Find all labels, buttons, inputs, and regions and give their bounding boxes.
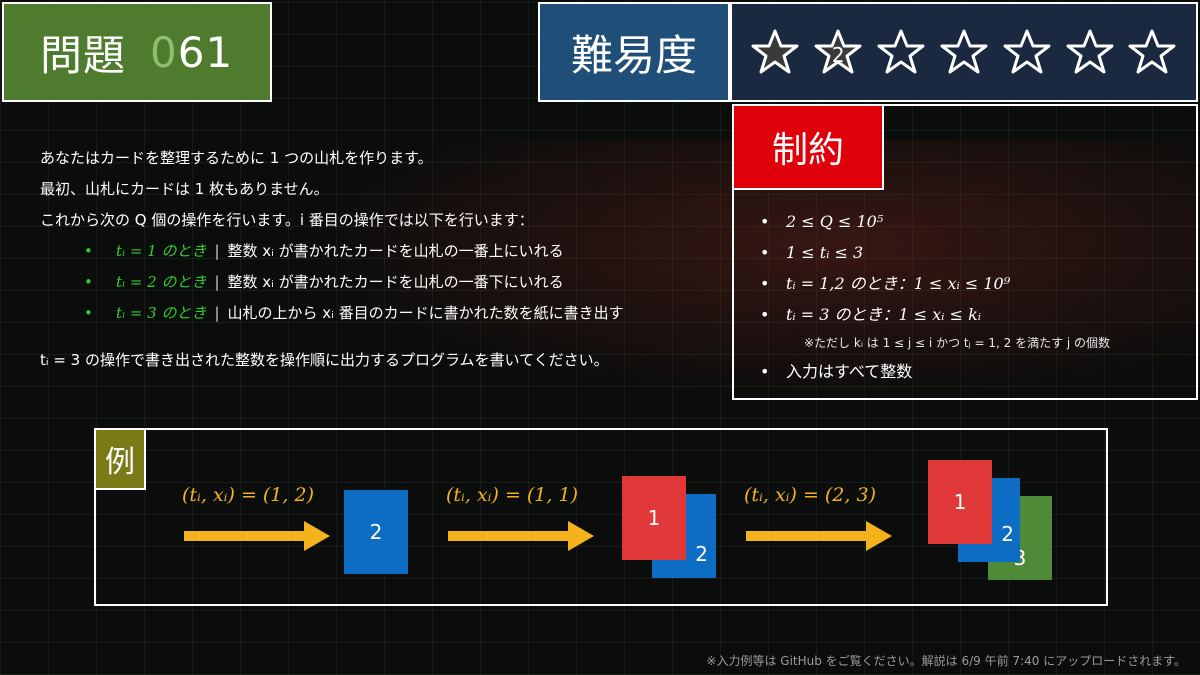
constraint-text: 1 ≤ tᵢ ≤ 3: [786, 243, 864, 262]
constraint-item: • tᵢ = 3 のとき：1 ≤ xᵢ ≤ kᵢ: [760, 299, 1190, 330]
constraint-bullet: •: [760, 274, 770, 293]
statement-line-3: これから次の Q 個の操作を行います。i 番目の操作では以下を行います：: [40, 211, 534, 229]
constraint-text: 2 ≤ Q ≤ 10⁵: [786, 212, 884, 231]
arrow-right-icon: [746, 521, 892, 551]
operation-text: 整数 xᵢ が書かれたカードを山札の一番下にいれる: [227, 273, 564, 291]
constraint-bullet: •: [760, 243, 770, 262]
example-label: 例: [94, 428, 146, 490]
problem-statement: あなたはカードを整理するために 1 つの山札を作ります。 最初、山札にカードは …: [40, 143, 720, 376]
operation-separator: |: [214, 304, 220, 322]
card: 1: [622, 476, 686, 560]
operation-bullet: •: [84, 304, 93, 322]
operation-text: 山札の上から xᵢ 番目のカードに書かれた数を紙に書き出す: [227, 304, 624, 322]
operation-item: • tᵢ = 3 のとき | 山札の上から xᵢ 番目のカードに書かれた数を紙に…: [40, 298, 720, 329]
footer-note: ※入力例等は GitHub をご覧ください。解説は 6/9 午前 7:40 にア…: [706, 654, 1186, 668]
operation-separator: |: [214, 273, 220, 291]
constraints-label: 制約: [732, 104, 884, 190]
example-operation-3: (tᵢ, xᵢ) = (2, 3): [744, 484, 876, 506]
operation-condition: tᵢ = 2 のとき: [116, 273, 207, 291]
title-prefix: 問題: [40, 30, 127, 80]
card: 2: [344, 490, 408, 574]
arrow-right-icon: [184, 521, 330, 551]
operation-bullet: •: [84, 242, 93, 260]
statement-output-line: tᵢ = 3 の操作で書き出された整数を操作順に出力するプログラムを書いてくださ…: [40, 351, 609, 369]
star-outline-icon: [1003, 28, 1051, 76]
difficulty-stars: 2: [730, 2, 1198, 102]
constraint-text: tᵢ = 3 のとき：1 ≤ xᵢ ≤ kᵢ: [786, 305, 981, 324]
statement-line-1: あなたはカードを整理するために 1 つの山札を作ります。: [40, 149, 433, 167]
constraint-item: • 2 ≤ Q ≤ 10⁵: [760, 206, 1190, 237]
arrow-right-icon: [448, 521, 594, 551]
operation-item: • tᵢ = 1 のとき | 整数 xᵢ が書かれたカードを山札の一番上にいれる: [40, 236, 720, 267]
star-outline-icon: [877, 28, 925, 76]
constraint-text: tᵢ = 1,2 のとき：1 ≤ xᵢ ≤ 10⁹: [786, 274, 1011, 293]
operation-text: 整数 xᵢ が書かれたカードを山札の一番上にいれる: [227, 242, 564, 260]
title-number: 61: [177, 27, 234, 77]
star-outline-icon: [1128, 28, 1176, 76]
operation-bullet: •: [84, 273, 93, 291]
constraint-item: • 入力はすべて整数: [760, 356, 1190, 387]
constraint-note: ※ただし kᵢ は 1 ≤ j ≤ i かつ tⱼ = 1, 2 を満たす j …: [804, 336, 1111, 350]
example-panel: [94, 428, 1108, 606]
difficulty-label: 難易度: [538, 2, 730, 102]
star-label: 2: [831, 43, 845, 67]
operation-condition: tᵢ = 3 のとき: [116, 304, 207, 322]
title-number-leading: 0: [150, 27, 178, 77]
star-outline-icon: [1066, 28, 1114, 76]
card: 1: [928, 460, 992, 544]
constraint-item: • tᵢ = 1,2 のとき：1 ≤ xᵢ ≤ 10⁹: [760, 268, 1190, 299]
constraint-item: • 1 ≤ tᵢ ≤ 3: [760, 237, 1190, 268]
example-operation-1: (tᵢ, xᵢ) = (1, 2): [182, 484, 314, 506]
constraint-text: 入力はすべて整数: [786, 362, 913, 381]
constraint-bullet: •: [760, 212, 770, 231]
constraint-bullet: •: [760, 362, 770, 381]
star-filled-icon: [751, 28, 799, 76]
operation-separator: |: [214, 242, 220, 260]
example-operation-2: (tᵢ, xᵢ) = (1, 1): [446, 484, 578, 506]
constraint-bullet: •: [760, 305, 770, 324]
operation-item: • tᵢ = 2 のとき | 整数 xᵢ が書かれたカードを山札の一番下にいれる: [40, 267, 720, 298]
statement-line-2: 最初、山札にカードは 1 枚もありません。: [40, 180, 329, 198]
star-outline-icon: [940, 28, 988, 76]
star-filled-icon: 2: [814, 28, 862, 76]
constraints-list: • 2 ≤ Q ≤ 10⁵ • 1 ≤ tᵢ ≤ 3 • tᵢ = 1,2 のとき：1…: [760, 206, 1190, 387]
operation-condition: tᵢ = 1 のとき: [116, 242, 207, 260]
